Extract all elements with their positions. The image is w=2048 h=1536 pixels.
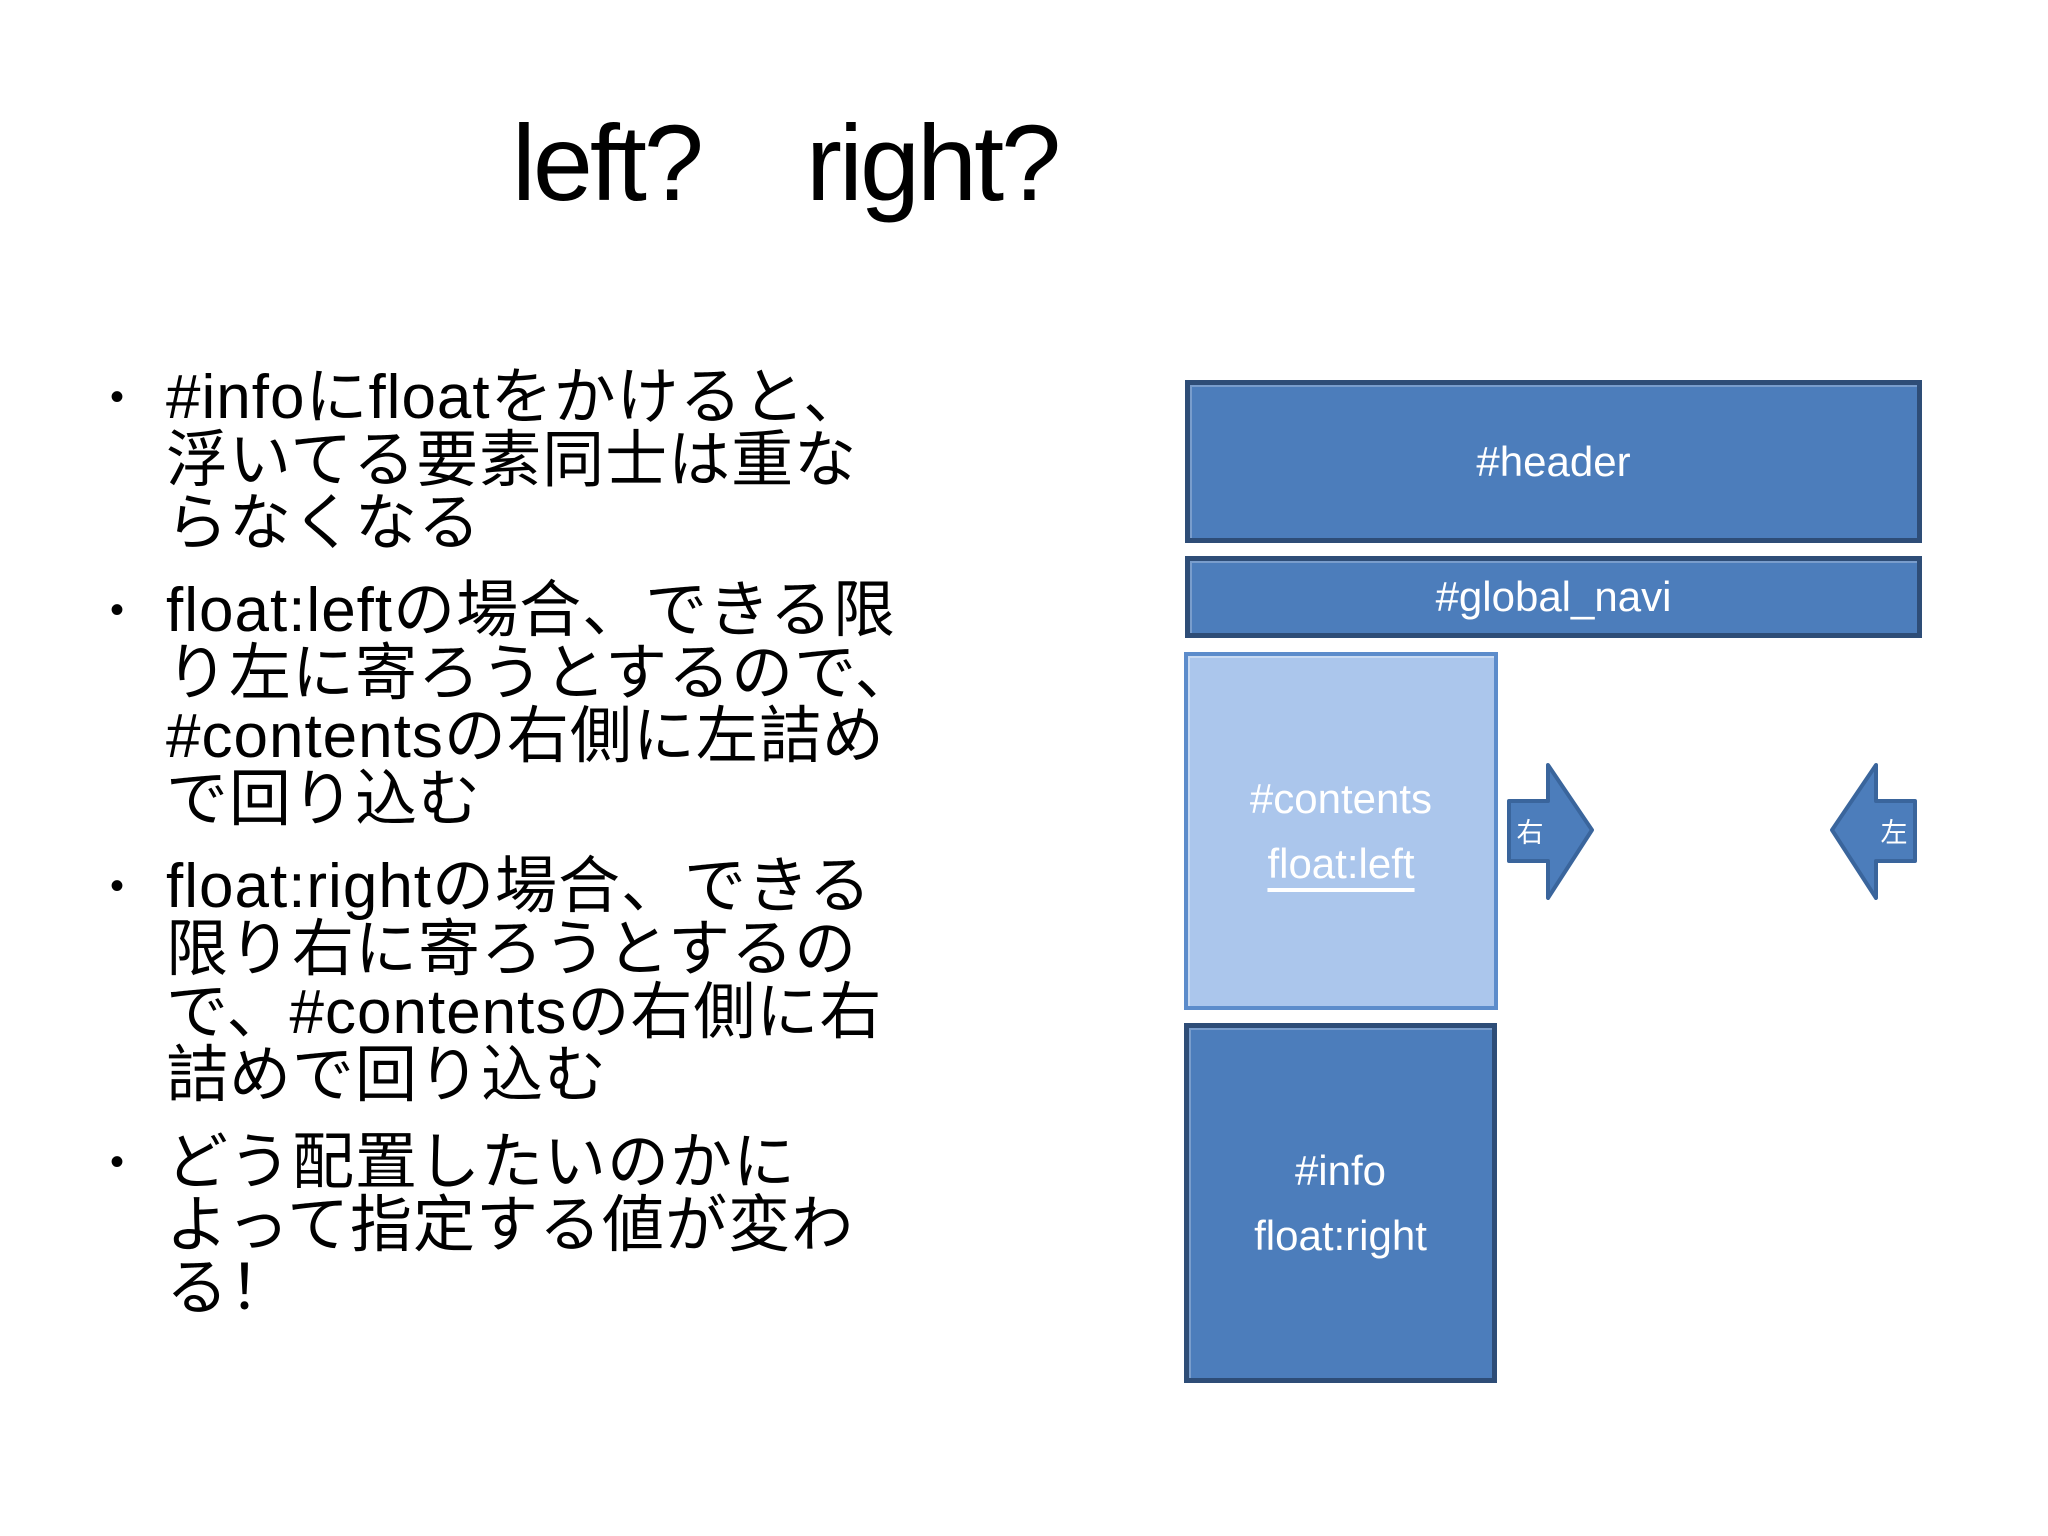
bullet-marker: •	[110, 588, 125, 632]
bullet-text: #infoにfloatをかけると、 浮いてる要素同士は重な らなくなる	[166, 363, 867, 558]
page-title: left? right?	[511, 102, 1061, 223]
header-box: #header	[1185, 380, 1922, 543]
bullet-text: float:leftの場合、できる限 り左に寄ろうとするので、 #content…	[166, 576, 918, 834]
bullet-text: どう配置したいのかに よって指定する値が変わ る！	[166, 1128, 855, 1323]
contents-box-float-label: float:left	[1267, 840, 1415, 887]
bullet-list: • #infoにfloatをかけると、 浮いてる要素同士は重な らなくなる • …	[96, 366, 1096, 1344]
contents-box: #contents float:left	[1184, 652, 1498, 1010]
contents-box-label: #contents	[1249, 774, 1433, 822]
bullet-text: float:rightの場合、できる 限り右に寄ろうとするの で、#conten…	[166, 852, 883, 1110]
right-arrow-label: 右	[1516, 818, 1544, 849]
info-box: #info float:right	[1184, 1023, 1497, 1383]
global-navi-box-label: #global_navi	[1435, 573, 1672, 621]
bullet-marker: •	[110, 1140, 125, 1184]
bullet-marker: •	[110, 864, 125, 908]
info-box-label: #info	[1294, 1146, 1387, 1194]
list-item: • float:leftの場合、できる限 り左に寄ろうとするので、 #conte…	[96, 579, 1096, 831]
left-arrow-icon: 左	[1828, 763, 1917, 900]
list-item: • #infoにfloatをかけると、 浮いてる要素同士は重な らなくなる	[96, 366, 1096, 555]
header-box-label: #header	[1476, 437, 1631, 485]
right-arrow-icon: 右	[1507, 763, 1596, 900]
list-item: • float:rightの場合、できる 限り右に寄ろうとするの で、#cont…	[96, 855, 1096, 1107]
global-navi-box: #global_navi	[1185, 556, 1922, 638]
info-box-float-label: float:right	[1254, 1212, 1427, 1259]
bullet-marker: •	[110, 375, 125, 419]
list-item: • どう配置したいのかに よって指定する値が変わ る！	[96, 1131, 1096, 1320]
left-arrow-label: 左	[1880, 818, 1908, 849]
